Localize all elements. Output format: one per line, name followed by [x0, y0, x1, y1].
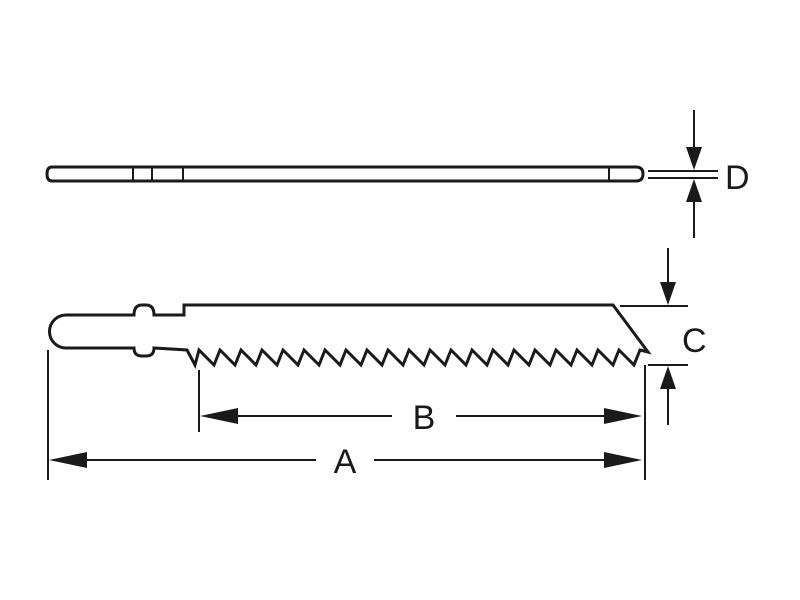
- dimension-a: A: [49, 443, 642, 481]
- dimension-c-arrow-down: [660, 282, 676, 305]
- dimension-d-arrow-down: [686, 147, 702, 170]
- dimension-b: B: [200, 399, 642, 437]
- dimension-d-arrow-up: [686, 179, 702, 202]
- blade-edge-view: [45, 165, 645, 183]
- dimension-c-arrow-up: [660, 366, 676, 389]
- dimension-d-label: D: [725, 159, 750, 197]
- blade-profile-outline: [48, 303, 652, 370]
- dimension-b-arrow-left: [200, 408, 238, 424]
- blade-profile-view: [48, 303, 652, 370]
- dimension-a-arrow-right: [604, 452, 642, 468]
- dimension-b-label: B: [413, 399, 436, 437]
- length-extension-lines: [47, 350, 646, 480]
- dimension-d: D: [648, 110, 750, 238]
- dimension-b-arrow-right: [604, 408, 642, 424]
- dimension-a-label: A: [334, 443, 357, 481]
- blade-edge-outline: [45, 165, 645, 183]
- dimension-a-arrow-left: [49, 452, 87, 468]
- dimension-c-label: C: [682, 322, 707, 360]
- dimension-c: C: [620, 248, 707, 425]
